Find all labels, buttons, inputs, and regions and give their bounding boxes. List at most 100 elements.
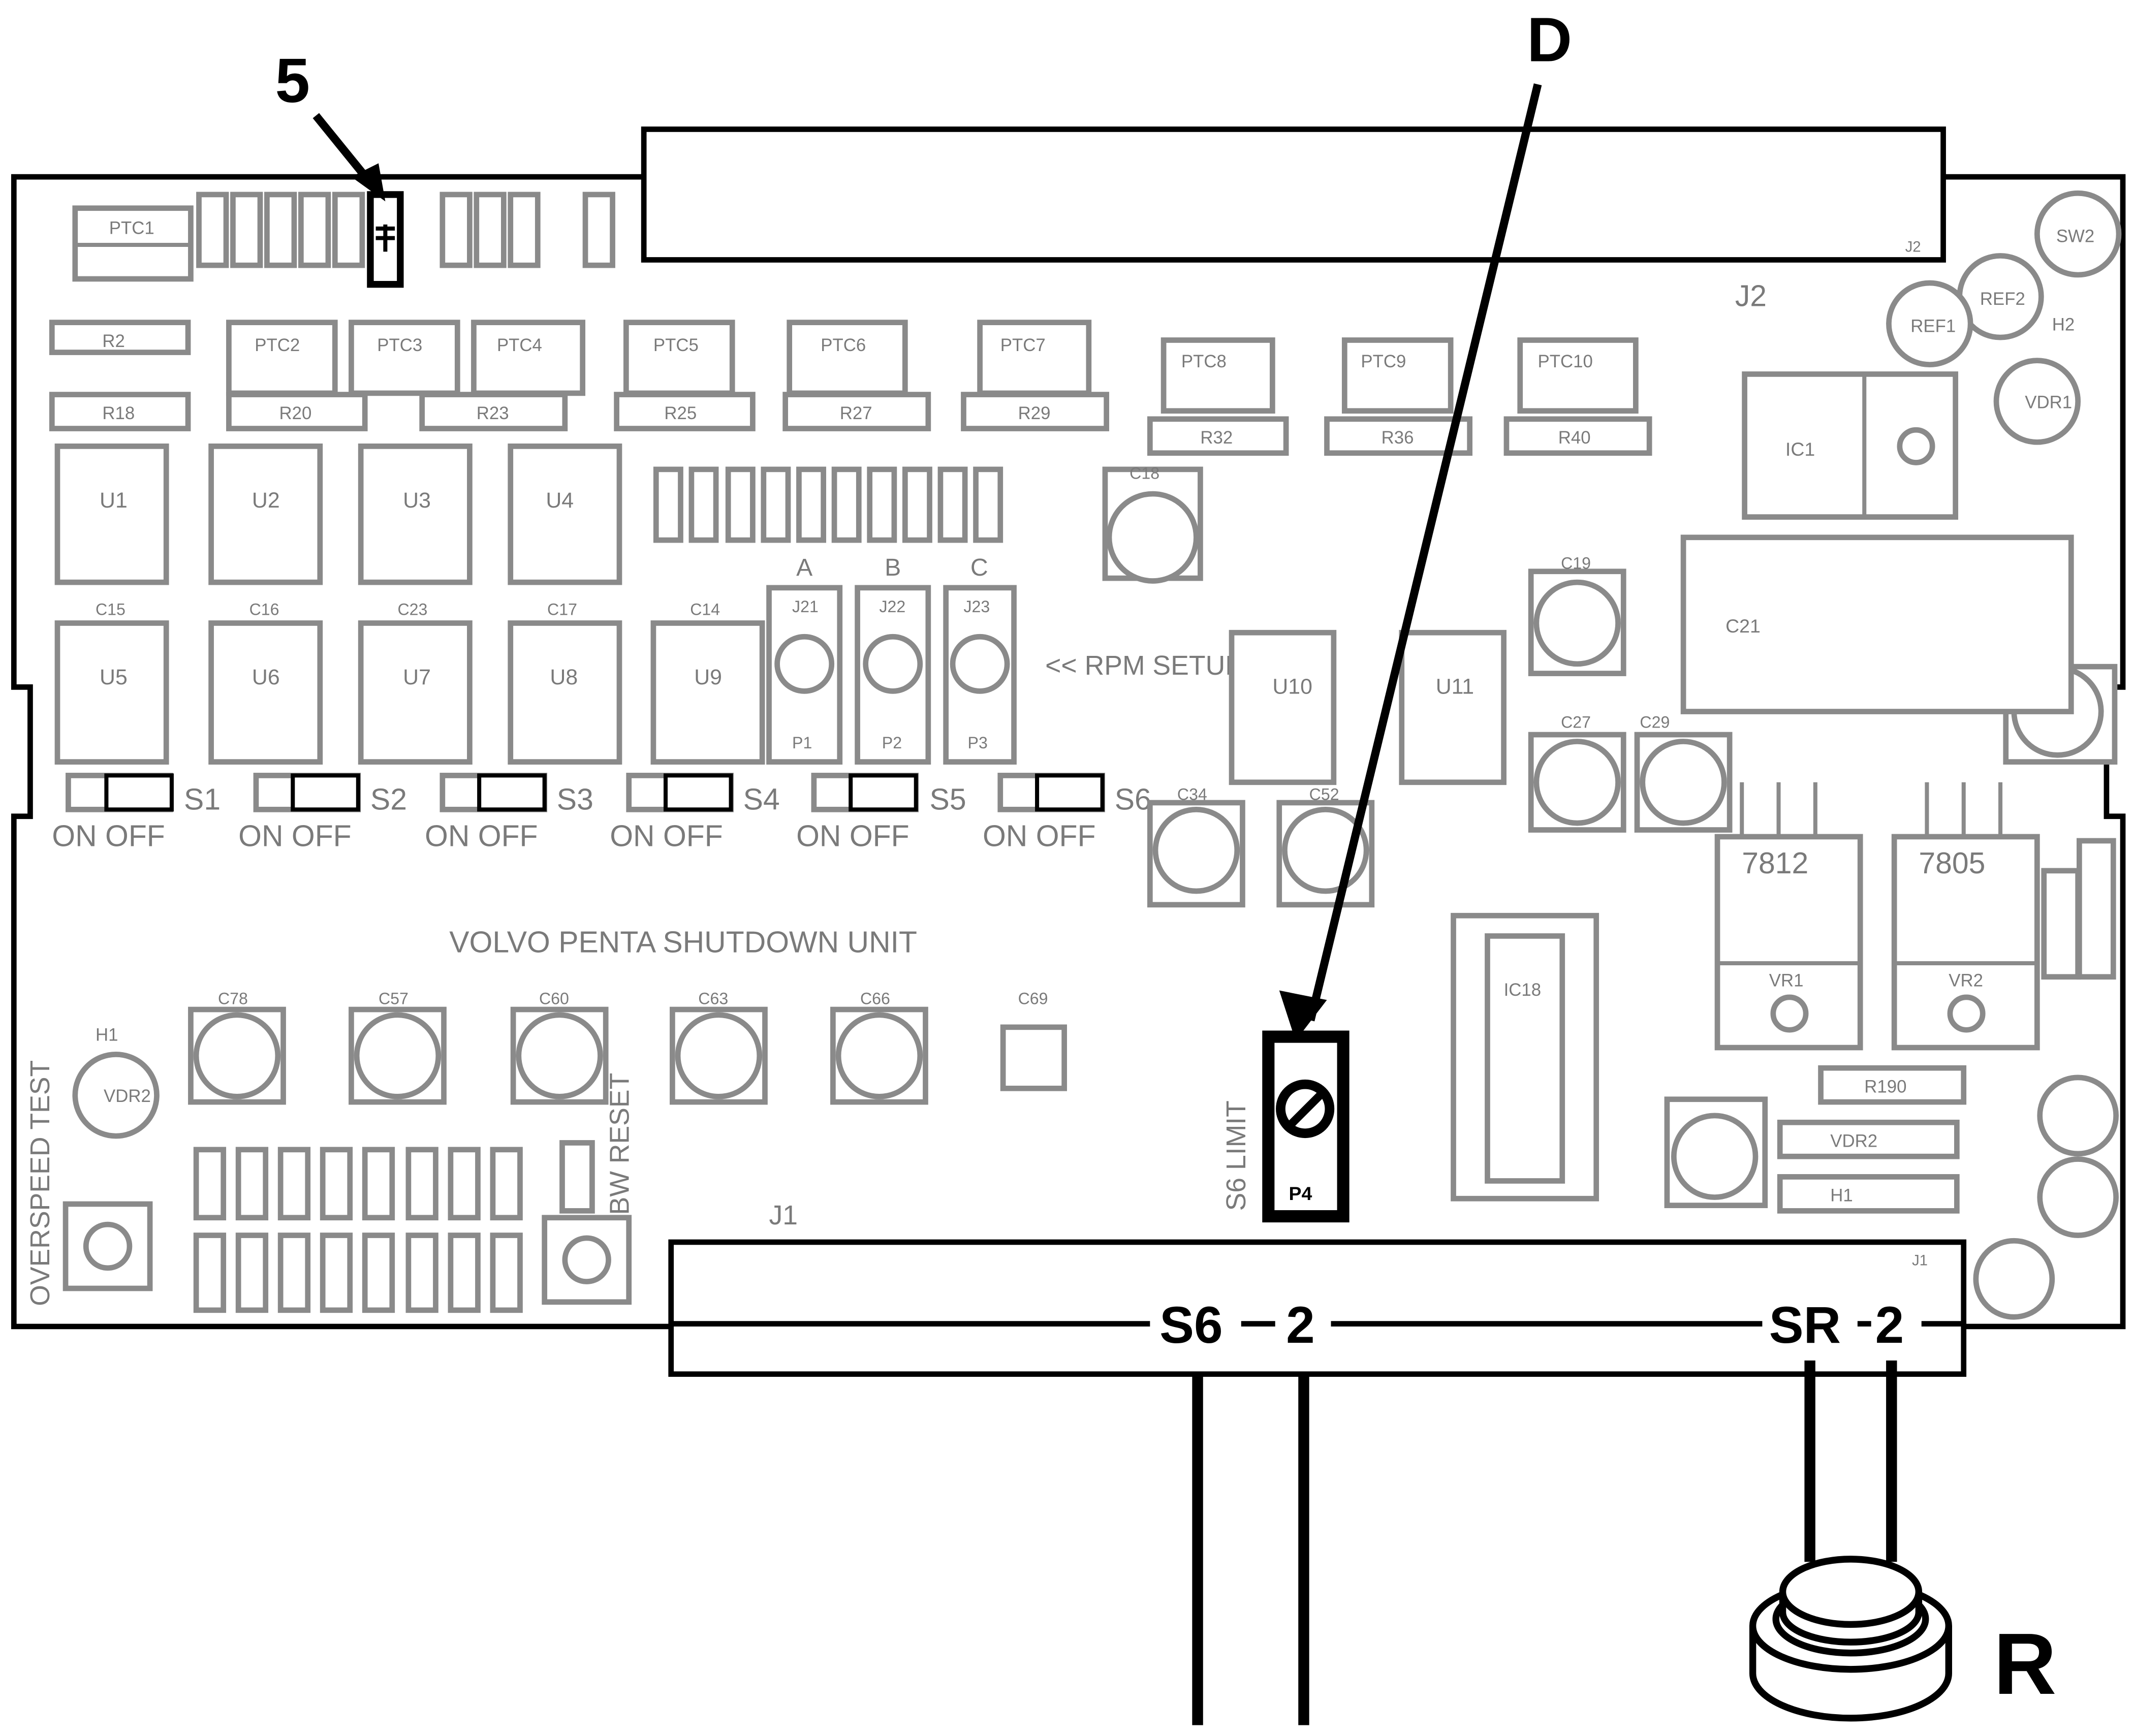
c52-label: C52 [1309, 785, 1339, 804]
s5-label: S5 [930, 783, 966, 816]
callout-d-arrowhead [1279, 990, 1327, 1041]
d13-label: REF2 [1980, 289, 2025, 309]
s4-state: ON OFF [610, 820, 723, 853]
diode-array-bottom [193, 1233, 523, 1313]
ptc9-label: PTC9 [1361, 352, 1406, 371]
s2-label: S2 [370, 783, 407, 816]
dip-switches [66, 773, 1105, 812]
c78-label: C78 [218, 989, 248, 1007]
ptc5-label: PTC5 [653, 335, 699, 355]
s6-state: ON OFF [983, 820, 1096, 853]
terminal-2a: 2 [1286, 1296, 1315, 1354]
c14-label: C14 [690, 600, 720, 618]
c21-label: C21 [1725, 615, 1761, 637]
d14 [2034, 190, 2122, 278]
h1-label: VDR1 [2025, 392, 2072, 412]
c60-label: C60 [539, 989, 569, 1007]
terminal-s6: S6 [1159, 1296, 1222, 1354]
connector-j2-body [641, 127, 1946, 263]
vr2-label: VR2 [1949, 970, 1983, 990]
pot-p4-label: P4 [1289, 1183, 1312, 1204]
vdr2 [1777, 1174, 1960, 1214]
u10-label: U10 [1272, 675, 1312, 699]
h2 [72, 1052, 160, 1139]
callout-d: D [1527, 5, 1572, 75]
vdr1 [1777, 1119, 1960, 1159]
p3-label: P3 [968, 734, 988, 752]
pot-row-b: B [885, 554, 901, 581]
callout-5: 5 [275, 46, 310, 116]
r190 [1818, 1065, 1967, 1105]
connector-j1-body [668, 1239, 1967, 1377]
s5-state: ON OFF [796, 820, 909, 853]
ref2-label: H2 [2052, 315, 2075, 335]
callout-5-arrowhead [351, 163, 386, 202]
c27-label: C27 [1561, 713, 1591, 732]
electrolytic-caps [188, 466, 2118, 1208]
d77 [2037, 1075, 2119, 1157]
ic18-label: IC18 [1504, 980, 1542, 1000]
reg-7805-label: 7805 [1919, 847, 1985, 880]
c17-label: C17 [547, 600, 577, 618]
d84 [1973, 1238, 2055, 1320]
connector-j1-label: J1 [1912, 1252, 1928, 1269]
p1-label: P1 [792, 734, 812, 752]
pot-group [766, 585, 1017, 765]
s3-state: ON OFF [425, 820, 538, 853]
j23-label: J23 [963, 597, 990, 616]
connector-j2-label: J2 [1905, 238, 1921, 255]
connector-j1-board-label: J1 [769, 1201, 798, 1230]
j21-label: J21 [792, 597, 819, 616]
terminal-2b: 2 [1875, 1296, 1904, 1354]
vr1-label: VR1 [1769, 970, 1804, 990]
ic-row-1 [54, 443, 622, 585]
s4-label: S4 [743, 783, 780, 816]
r2-label: R2 [102, 331, 124, 351]
u3-label: U3 [403, 488, 431, 513]
p2-label: P2 [882, 734, 902, 752]
bw-reset-label: BW RESET [605, 1073, 635, 1215]
rpm-setup-label: << RPM SETUP [1045, 651, 1243, 681]
r29-label: R29 [1018, 403, 1051, 423]
board-title: VOLVO PENTA SHUTDOWN UNIT [449, 926, 917, 959]
pot-p4 [1262, 1030, 1350, 1223]
c57-label: C57 [379, 989, 409, 1007]
c69-label: C69 [1018, 989, 1048, 1007]
c23-label: C23 [397, 600, 427, 618]
ptc8-label: PTC8 [1181, 352, 1227, 371]
ptc6-label: PTC6 [821, 335, 866, 355]
d12 [1886, 280, 1973, 368]
u9-label: U9 [694, 665, 722, 689]
ptc7-label: PTC7 [1000, 335, 1046, 355]
callout-r: R [1994, 1616, 2057, 1713]
s1-label: S1 [184, 783, 221, 816]
r32-label: R32 [1200, 428, 1233, 448]
u1-label: U1 [100, 488, 128, 513]
c34-label: C34 [1177, 785, 1207, 804]
resistor-bank-bottom [193, 1140, 595, 1221]
j22-label: J22 [879, 597, 905, 616]
pot-row-a: A [796, 554, 813, 581]
resistor-bank [653, 466, 1003, 543]
diode-l6-symbol [375, 224, 395, 252]
connector-j2-board-label: J2 [1735, 280, 1767, 313]
c29-label: C29 [1640, 713, 1670, 732]
vdr2-label: H1 [1830, 1186, 1853, 1206]
c66-label: C66 [860, 989, 890, 1007]
u7-label: U7 [403, 665, 431, 689]
r23-label: R23 [477, 403, 509, 423]
c16-label: C16 [249, 600, 279, 618]
r40-label: R40 [1558, 428, 1591, 448]
ptc4-label: PTC4 [497, 335, 542, 355]
vdr1-label: VDR2 [1830, 1131, 1877, 1151]
d12-label: REF1 [1910, 316, 1956, 336]
s6-label: S6 [1115, 783, 1151, 816]
s3-label: S3 [557, 783, 593, 816]
r141 [2077, 838, 2116, 980]
u4-label: U4 [546, 488, 574, 513]
r190-label: R190 [1864, 1077, 1906, 1096]
c21 [1680, 534, 2074, 714]
reg-7812-label: 7812 [1742, 847, 1808, 880]
c19-label: C19 [1561, 554, 1591, 572]
